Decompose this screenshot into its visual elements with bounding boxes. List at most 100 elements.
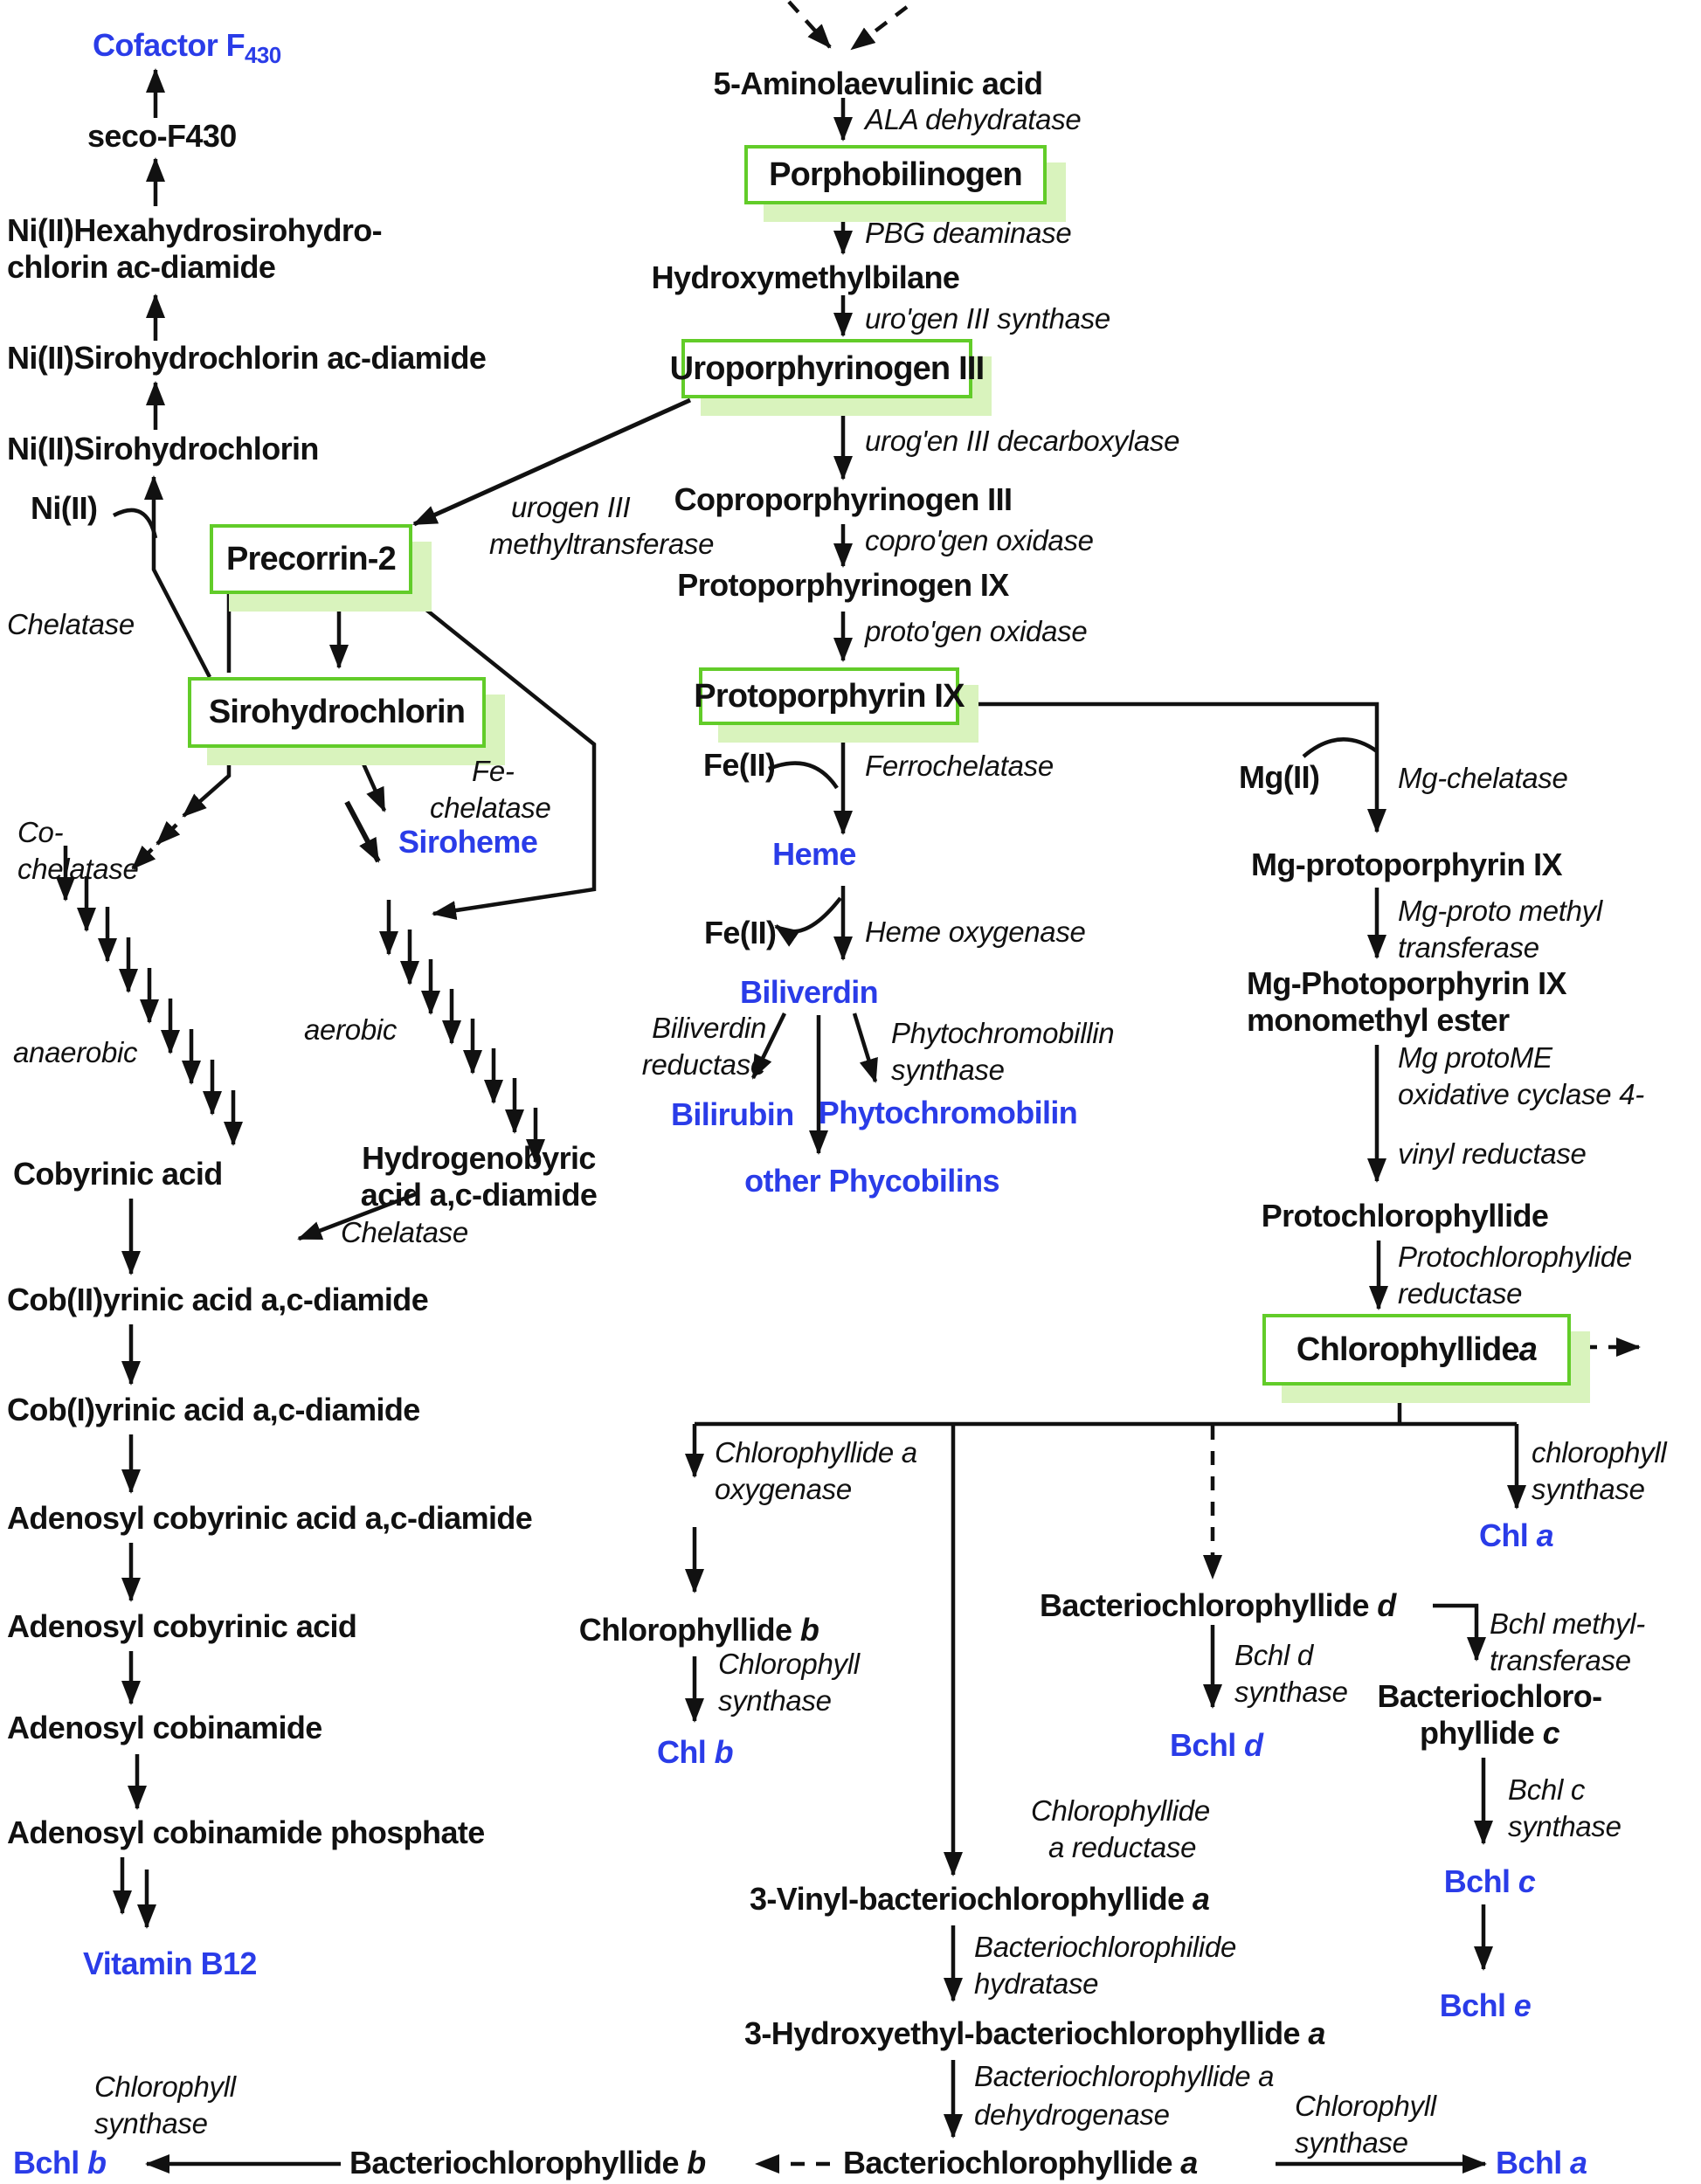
bchl-b-text: Bchl — [13, 2145, 88, 2181]
coprogen-oxidase-text: copro'gen oxidase — [865, 524, 1094, 556]
mg-protome-1: Mg protoME — [1398, 1043, 1552, 1072]
bacteriochlorophyllide-c-2-text: phyllide — [1419, 1715, 1543, 1751]
bacteriochlorophyllide-a-tail: a — [1180, 2145, 1198, 2181]
chlorophyll-synthase-a-2-text: synthase — [1532, 1473, 1645, 1505]
mg-protome-3-text: vinyl reductase — [1398, 1137, 1587, 1170]
ferrochelatase: Ferrochelatase — [865, 751, 1054, 780]
biliverdin-reductase-2: reductase — [642, 1050, 767, 1079]
urogen-iii-synthase: uro'gen III synthase — [865, 304, 1110, 333]
box-sirohydrochlorin: Sirohydrochlorin — [188, 677, 486, 748]
box-precorrin-2: Precorrin-2 — [210, 524, 412, 594]
chlorophyllide-b-tail: b — [799, 1612, 819, 1648]
phytochromobillin-synthase-2-text: synthase — [891, 1054, 1005, 1086]
protochlorophyllide: Protochlorophyllide — [1262, 1200, 1549, 1232]
heme: Heme — [772, 839, 856, 870]
biliverdin-to-phytochromobilin — [852, 1013, 878, 1083]
protoporphyrinogen-ix-text: Protoporphyrinogen IX — [677, 567, 1009, 603]
bchl-c-synthase-2: synthase — [1508, 1812, 1621, 1841]
chlorophyll-synthase-bchla-2-text: synthase — [1295, 2126, 1408, 2159]
vinyl-bacteriochlorophyllide-a-text: 3-Vinyl-bacteriochlorophyllide — [750, 1881, 1193, 1917]
fe-chelatase-1: Fe- — [472, 757, 515, 785]
seco-f430: seco-F430 — [87, 121, 237, 152]
aerobic-label: aerobic — [304, 1015, 397, 1044]
biliverdin-reductase-1-text: Biliverdin — [652, 1012, 766, 1044]
pbg-deaminase-text: PBG deaminase — [865, 217, 1072, 249]
bchl-b: Bchl b — [13, 2145, 107, 2181]
fe1-curve — [768, 761, 839, 790]
urogen-iii-decarboxylase: urog'en III decarboxylase — [865, 425, 1180, 457]
ferrochelatase-text: Ferrochelatase — [865, 750, 1054, 782]
chlorophyll-synthase-a-1-text: chlorophyll — [1532, 1436, 1667, 1469]
bacteriochlorophyllide-a: Bacteriochlorophyllide a — [843, 2147, 1198, 2179]
ni-hexahydrosirohydrochlorin-ac-diamide-1-text: Ni(II)Hexahydrosirohydro- — [7, 212, 383, 248]
anaerobic-label: anaerobic — [13, 1038, 138, 1067]
ni-sirohydrochlorin-ac-diamide-text: Ni(II)Sirohydrochlorin ac-diamide — [7, 340, 487, 376]
top-dashed-right — [850, 5, 909, 51]
cob-i-yrinic: Cob(I)yrinic acid a,c-diamide — [7, 1394, 420, 1426]
hydroxymethylbilane: Hydroxymethylbilane — [652, 262, 960, 294]
phytochromobillin-synthase-1-text: Phytochromobillin — [891, 1017, 1115, 1049]
bchl-methyltransferase-1-text: Bchl methyl- — [1490, 1607, 1645, 1640]
chlorophyllide-a-reductase-1-text: Chlorophyllide — [1031, 1794, 1210, 1827]
adenosyl-cobinamide-phosphate-text: Adenosyl cobinamide phosphate — [7, 1814, 485, 1850]
heme-oxygenase: Heme oxygenase — [865, 917, 1086, 946]
precorrin2-long-line — [398, 587, 597, 920]
cofactor-f430-text: Cofactor F — [93, 27, 245, 63]
box-sirohydrochlorin-label: Sirohydrochlorin — [208, 694, 466, 730]
chlorophyll-synthase-bchlb-1-text: Chlorophyll — [94, 2070, 236, 2103]
co-chelatase-2-text: chelatase — [17, 853, 139, 885]
hydroxymethylbilane-text: Hydroxymethylbilane — [651, 259, 960, 295]
bacteriochlorophyllide-c-1-text: Bacteriochloro- — [1377, 1678, 1602, 1714]
biliverdin: Biliverdin — [739, 974, 879, 1010]
aerobic-label-text: aerobic — [304, 1013, 398, 1046]
protoporphyrinogen-ix: Protoporphyrinogen IX — [677, 567, 1009, 603]
box-protoporphyrin-ix: Protoporphyrin IX — [694, 667, 965, 725]
phytochromobillin-synthase-2: synthase — [891, 1055, 1005, 1084]
bchl-methyltransferase-2-text: transferase — [1490, 1644, 1631, 1676]
fe-branch-2 — [344, 800, 381, 863]
bchl-d: Bchl d — [1170, 1730, 1263, 1761]
bchl-c: Bchl c — [1444, 1866, 1536, 1897]
bacteriochlorophyllide-d: Bacteriochlorophyllide d — [1040, 1590, 1396, 1621]
chelatase-cobalt-arrow — [297, 1191, 418, 1241]
bacteriochlorophyllide-d-tail: d — [1377, 1587, 1396, 1623]
bchl-methyltransferase-2: transferase — [1490, 1646, 1631, 1675]
bchl-d-synthase-2-text: synthase — [1234, 1676, 1348, 1708]
co-chevron-1 — [156, 820, 181, 846]
cobyrinic-acid: Cobyrinic acid — [13, 1158, 223, 1190]
co-chelatase-2: chelatase — [17, 854, 139, 883]
biliverdin-text: Biliverdin — [739, 974, 879, 1010]
siroheme-text: Siroheme — [398, 824, 538, 860]
chelatase-f430-text: Chelatase — [7, 608, 135, 640]
vitamin-b12-text: Vitamin B12 — [83, 1946, 257, 1981]
protochlorophylide-reductase-2-text: reductase — [1398, 1277, 1523, 1310]
urogen-iii-decarboxylase-text: urog'en III decarboxylase — [865, 425, 1180, 457]
chlorophyll-synthase-bchla-1-text: Chlorophyll — [1295, 2090, 1436, 2122]
fe-ii-2: Fe(II) — [704, 915, 777, 950]
bchl-a: Bchl a — [1496, 2147, 1587, 2179]
chl-b-text: Chl — [657, 1734, 715, 1770]
fe-ii-2-text: Fe(II) — [704, 915, 777, 950]
bchl-e: Bchl e — [1440, 1990, 1532, 2022]
chlorophyllide-a-oxygenase-1: Chlorophyllide a — [715, 1438, 917, 1467]
chelatase-cobalt-text: Chelatase — [341, 1216, 468, 1248]
box-porphobilinogen: Porphobilinogen — [744, 145, 1047, 204]
chlorophyllide-a-oxygenase-2: oxygenase — [715, 1475, 852, 1503]
ni-ii: Ni(II) — [31, 493, 98, 524]
co-branch — [182, 744, 232, 818]
bacteriochlorophilide-hydratase-1-text: Bacteriochlorophilide — [974, 1931, 1237, 1963]
mg-protome-2-text: oxidative cyclase 4- — [1398, 1078, 1644, 1110]
hydrogenobyric-1-text: Hydrogenobyric — [362, 1140, 596, 1176]
box-porphobilinogen-label: Porphobilinogen — [769, 156, 1023, 193]
phytochromobilin: Phytochromobilin — [819, 1097, 1078, 1129]
pbg-deaminase: PBG deaminase — [865, 217, 1072, 249]
cofactor-f430-subscript: 430 — [245, 42, 281, 69]
bchl-c-synthase-1: Bchl c — [1508, 1775, 1585, 1804]
chlorophyll-synthase-bchla-2: synthase — [1295, 2128, 1408, 2157]
cobyrinic-acid-text: Cobyrinic acid — [13, 1156, 223, 1192]
coproporphyrinogen-iii: Coproporphyrinogen III — [674, 484, 1013, 515]
chlorophyll-synthase-bchlb-1: Chlorophyll — [94, 2072, 236, 2101]
vinyl-bacteriochlorophyllide-a-tail: a — [1192, 1881, 1210, 1917]
uroiii-to-precorrin2 — [412, 397, 692, 527]
fe-branch-1 — [352, 743, 387, 812]
